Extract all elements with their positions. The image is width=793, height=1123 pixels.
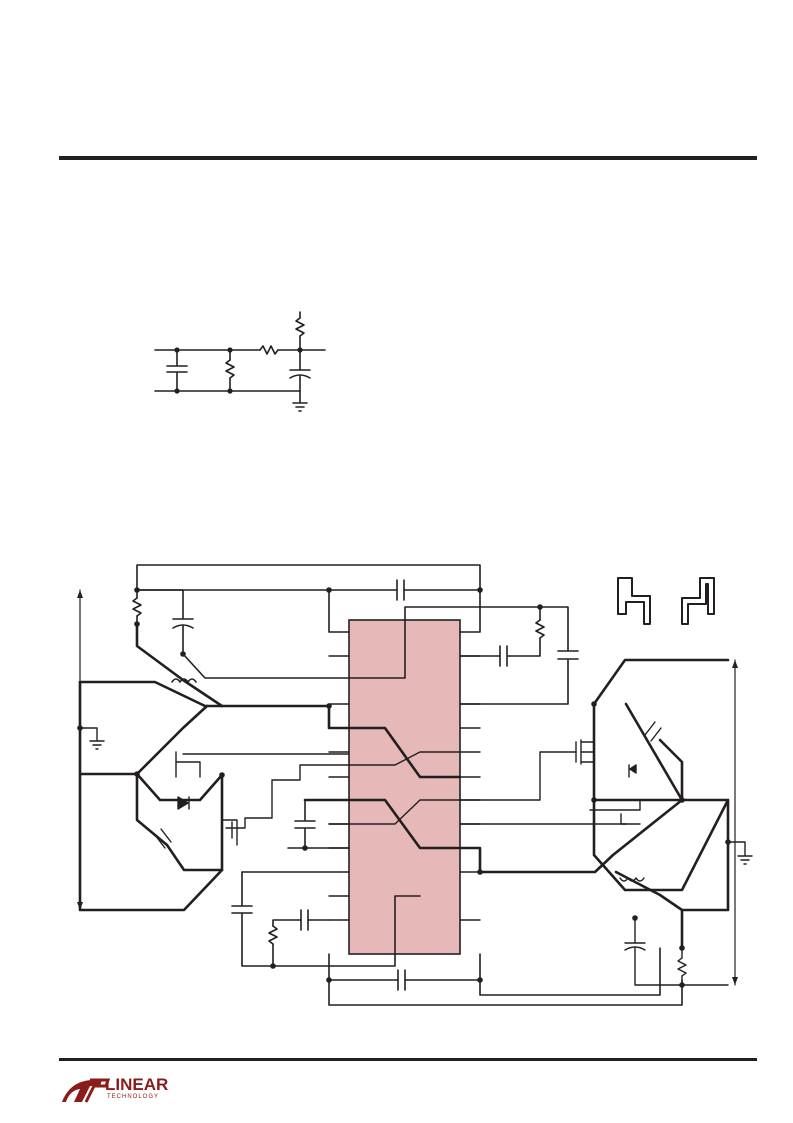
header-rule: [59, 156, 757, 160]
logo-subtitle: TECHNOLOGY: [107, 1094, 160, 1100]
waveform-left-icon: [617, 577, 651, 625]
waveform-right-icon: [681, 577, 715, 625]
logo-wordmark: LINEAR: [105, 1075, 169, 1094]
footer-rule: [59, 1058, 757, 1061]
linear-logo-icon: [62, 1078, 111, 1103]
